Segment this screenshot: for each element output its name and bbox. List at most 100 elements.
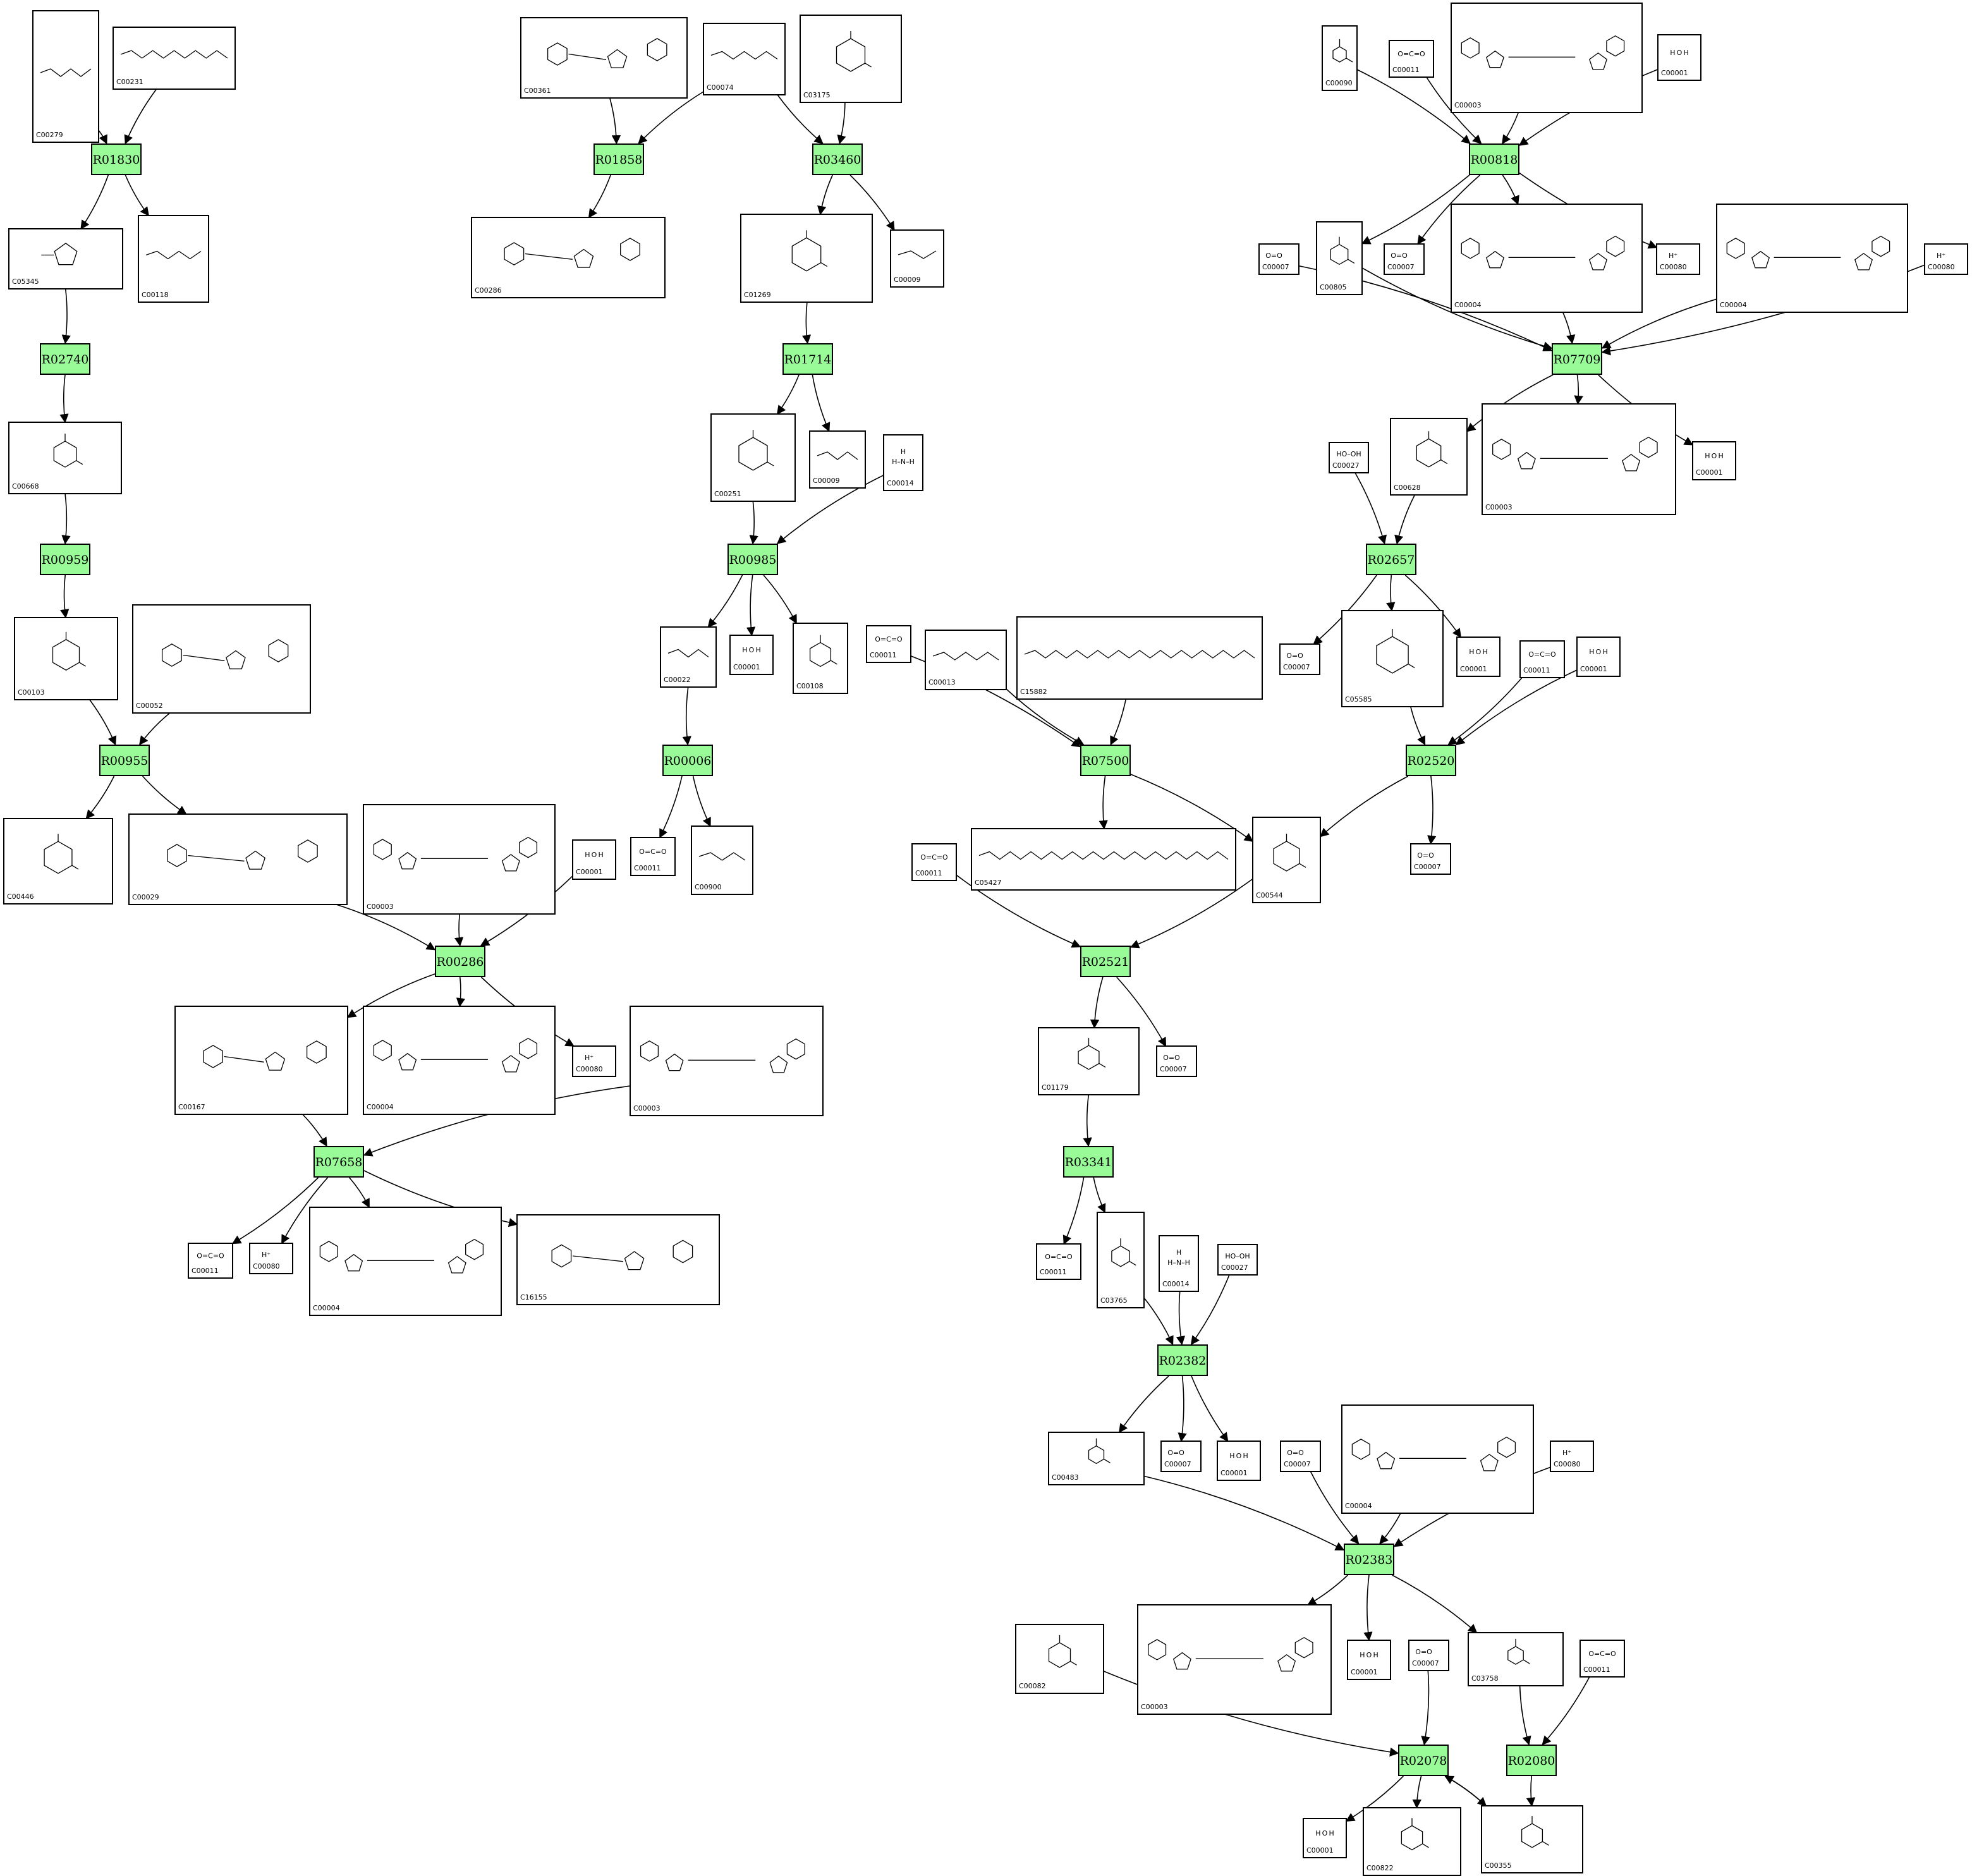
compound-node[interactable]: C00231 bbox=[113, 27, 236, 90]
compound-node[interactable]: C00628 bbox=[1390, 418, 1468, 496]
compound-node[interactable]: C00090 bbox=[1322, 25, 1358, 91]
reaction-node[interactable]: R01714 bbox=[782, 343, 833, 375]
compound-node[interactable]: C00003 bbox=[1137, 1604, 1332, 1715]
compound-node[interactable]: H⁺C00080 bbox=[249, 1243, 293, 1274]
compound-node[interactable]: C00082 bbox=[1015, 1624, 1104, 1694]
compound-node[interactable]: C05585 bbox=[1341, 610, 1444, 707]
compound-node[interactable]: C03175 bbox=[800, 15, 902, 103]
compound-node[interactable]: H⁺C00080 bbox=[1550, 1440, 1594, 1472]
compound-node[interactable]: C01179 bbox=[1038, 1027, 1140, 1095]
reaction-node[interactable]: R07709 bbox=[1552, 343, 1602, 375]
compound-node[interactable]: C00544 bbox=[1252, 817, 1321, 903]
compound-node[interactable]: C00004 bbox=[1451, 204, 1643, 313]
compound-node[interactable]: C00108 bbox=[793, 623, 848, 694]
reaction-node[interactable]: R00818 bbox=[1469, 143, 1519, 175]
reaction-node[interactable]: R03341 bbox=[1063, 1146, 1114, 1178]
compound-node[interactable]: C00013 bbox=[925, 630, 1007, 690]
reaction-node[interactable]: R02520 bbox=[1406, 745, 1456, 776]
compound-node[interactable]: C00483 bbox=[1048, 1432, 1145, 1485]
compound-node[interactable]: C03765 bbox=[1097, 1212, 1145, 1308]
compound-node[interactable]: C00003 bbox=[1451, 3, 1643, 113]
reaction-node[interactable]: R02521 bbox=[1080, 946, 1131, 977]
compound-node[interactable]: C16155 bbox=[516, 1214, 720, 1305]
reaction-node[interactable]: R02078 bbox=[1398, 1745, 1449, 1776]
compound-node[interactable]: C00279 bbox=[32, 10, 99, 143]
compound-node[interactable]: C00668 bbox=[8, 422, 122, 494]
compound-node[interactable]: C15882 bbox=[1016, 616, 1263, 700]
compound-node[interactable]: H⁺C00080 bbox=[1656, 243, 1700, 275]
compound-node[interactable]: C00103 bbox=[14, 617, 118, 700]
compound-node[interactable]: C00003 bbox=[1482, 403, 1676, 515]
compound-node[interactable]: C01269 bbox=[740, 214, 873, 303]
reaction-node[interactable]: R00955 bbox=[99, 745, 150, 776]
compound-node[interactable]: C00446 bbox=[3, 818, 113, 904]
compound-node[interactable]: C00004 bbox=[309, 1207, 502, 1316]
reaction-node[interactable]: R00006 bbox=[662, 745, 713, 776]
reaction-node[interactable]: R02740 bbox=[40, 343, 90, 375]
reaction-node[interactable]: R03460 bbox=[812, 143, 863, 175]
compound-node[interactable]: C00029 bbox=[128, 813, 348, 905]
compound-node[interactable]: C00251 bbox=[710, 413, 796, 502]
compound-node[interactable]: H⁺C00080 bbox=[572, 1045, 616, 1077]
compound-node[interactable]: C00118 bbox=[138, 215, 209, 303]
compound-node[interactable]: C00286 bbox=[471, 217, 666, 298]
reaction-node[interactable]: R07500 bbox=[1080, 745, 1131, 776]
compound-node[interactable]: C05345 bbox=[8, 228, 123, 289]
compound-node[interactable]: C00009 bbox=[890, 229, 944, 288]
compound-node[interactable]: H⁺C00080 bbox=[1924, 243, 1968, 275]
compound-node[interactable]: C00022 bbox=[660, 626, 717, 688]
reaction-node[interactable]: R01830 bbox=[91, 143, 142, 175]
reaction-node[interactable]: R02383 bbox=[1344, 1544, 1394, 1575]
compound-node[interactable]: C00805 bbox=[1316, 221, 1363, 295]
compound-node[interactable]: C00009 bbox=[809, 430, 866, 489]
compound-node[interactable]: C00052 bbox=[132, 604, 311, 714]
compound-node[interactable]: C00004 bbox=[1716, 204, 1908, 313]
compound-node[interactable]: C00003 bbox=[630, 1006, 824, 1116]
compound-node[interactable]: C00004 bbox=[1341, 1404, 1534, 1514]
reaction-node[interactable]: R02080 bbox=[1506, 1745, 1557, 1776]
compound-node[interactable]: C00003 bbox=[363, 804, 556, 915]
compound-node[interactable]: C00074 bbox=[703, 23, 786, 95]
reaction-node[interactable]: R02382 bbox=[1157, 1344, 1208, 1376]
reaction-node[interactable]: R00959 bbox=[40, 544, 90, 575]
compound-node[interactable]: C00361 bbox=[520, 17, 688, 99]
compound-node[interactable]: C00900 bbox=[691, 825, 753, 895]
compound-node[interactable]: C00004 bbox=[363, 1006, 556, 1115]
reaction-node[interactable]: R00985 bbox=[727, 544, 778, 575]
reaction-node[interactable]: R07658 bbox=[313, 1146, 364, 1178]
reaction-node[interactable]: R02657 bbox=[1366, 544, 1416, 575]
compound-node[interactable]: C05427 bbox=[971, 828, 1236, 891]
compound-node[interactable]: C00822 bbox=[1363, 1807, 1461, 1876]
compound-node[interactable]: C00355 bbox=[1481, 1805, 1583, 1873]
compound-node[interactable]: C00167 bbox=[174, 1006, 348, 1115]
